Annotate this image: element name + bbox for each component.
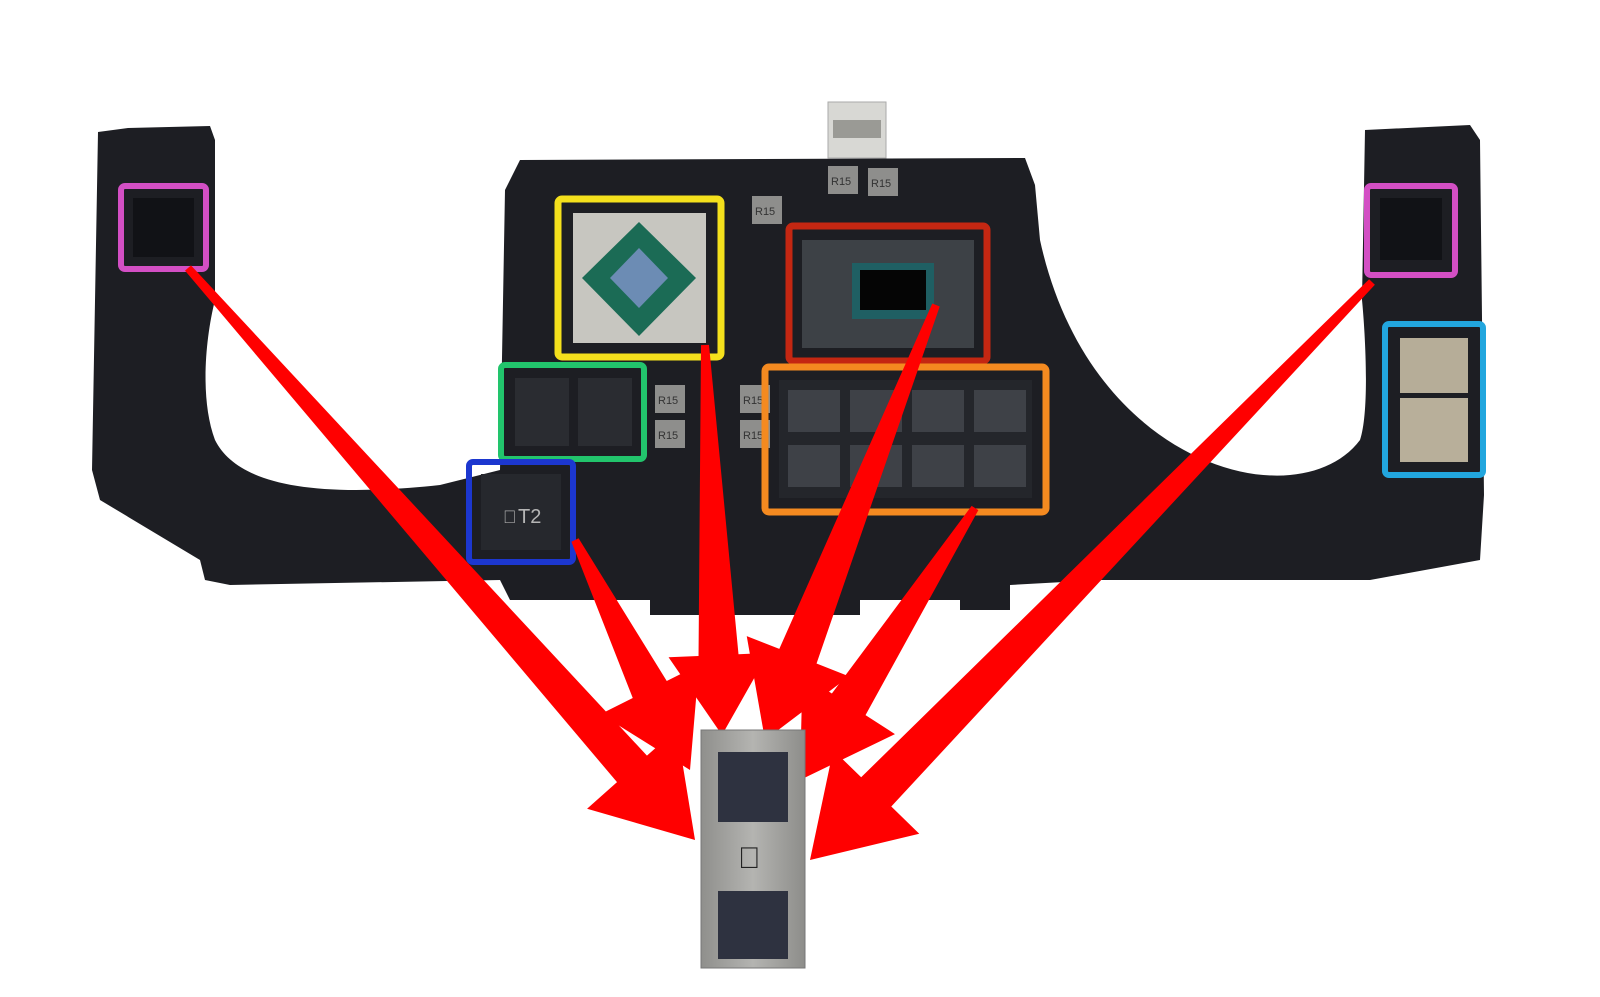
inductor: [655, 420, 685, 448]
apple-logo-icon: : [503, 507, 517, 527]
inductor-label: R15: [871, 178, 891, 190]
wifi-chip-right: [1380, 198, 1442, 260]
flex-cable-connector: [833, 120, 881, 138]
t2-chip: [481, 474, 561, 550]
apple-logo-icon: : [738, 842, 761, 875]
arrow-from-gpu: [668, 344, 769, 735]
inductor-label: R15: [743, 395, 763, 407]
inductor: [655, 385, 685, 413]
gpu-die: [610, 248, 668, 308]
wifi-chip-left-box: [118, 183, 209, 272]
ram-chip: [974, 445, 1026, 487]
ram-chip: [788, 390, 840, 432]
ram-chip: [912, 390, 964, 432]
ram-chip: [788, 445, 840, 487]
arrow-from-cpu: [746, 303, 940, 740]
ram-chip: [974, 390, 1026, 432]
vram-chip-1: [515, 378, 569, 446]
inductor-label: R15: [755, 206, 775, 218]
arrow-from-ram: [800, 505, 979, 780]
soc-memory-top: [718, 752, 788, 822]
inductor: [868, 168, 898, 196]
soc-memory-bottom: [718, 891, 788, 959]
gpu-box: [554, 195, 725, 361]
inductor: [828, 166, 858, 194]
ram-chip: [912, 445, 964, 487]
ssd-chip-bottom: [1400, 398, 1468, 462]
wifi-chip-left: [133, 198, 194, 257]
inductor-label: R15: [831, 176, 851, 188]
wifi-chip-right-box: [1364, 183, 1458, 278]
cpu-die-core: [860, 270, 926, 310]
ssd-chip-top: [1400, 338, 1468, 393]
arrow-from-t2: [571, 538, 699, 770]
t2-box: [466, 459, 576, 565]
inductor-label: R15: [658, 430, 678, 442]
cpu-box: [785, 222, 991, 365]
ssd-box: [1382, 321, 1486, 478]
vram-chip-2: [578, 378, 632, 446]
t2-chip-label: T2: [518, 506, 541, 528]
inductor-label: R15: [658, 395, 678, 407]
vram-box: [498, 362, 647, 462]
inductor-label: R15: [743, 430, 763, 442]
arrow-from-wifi-right: [810, 279, 1375, 860]
inductor: [752, 196, 782, 224]
arrow-from-wifi-left: [185, 265, 696, 840]
